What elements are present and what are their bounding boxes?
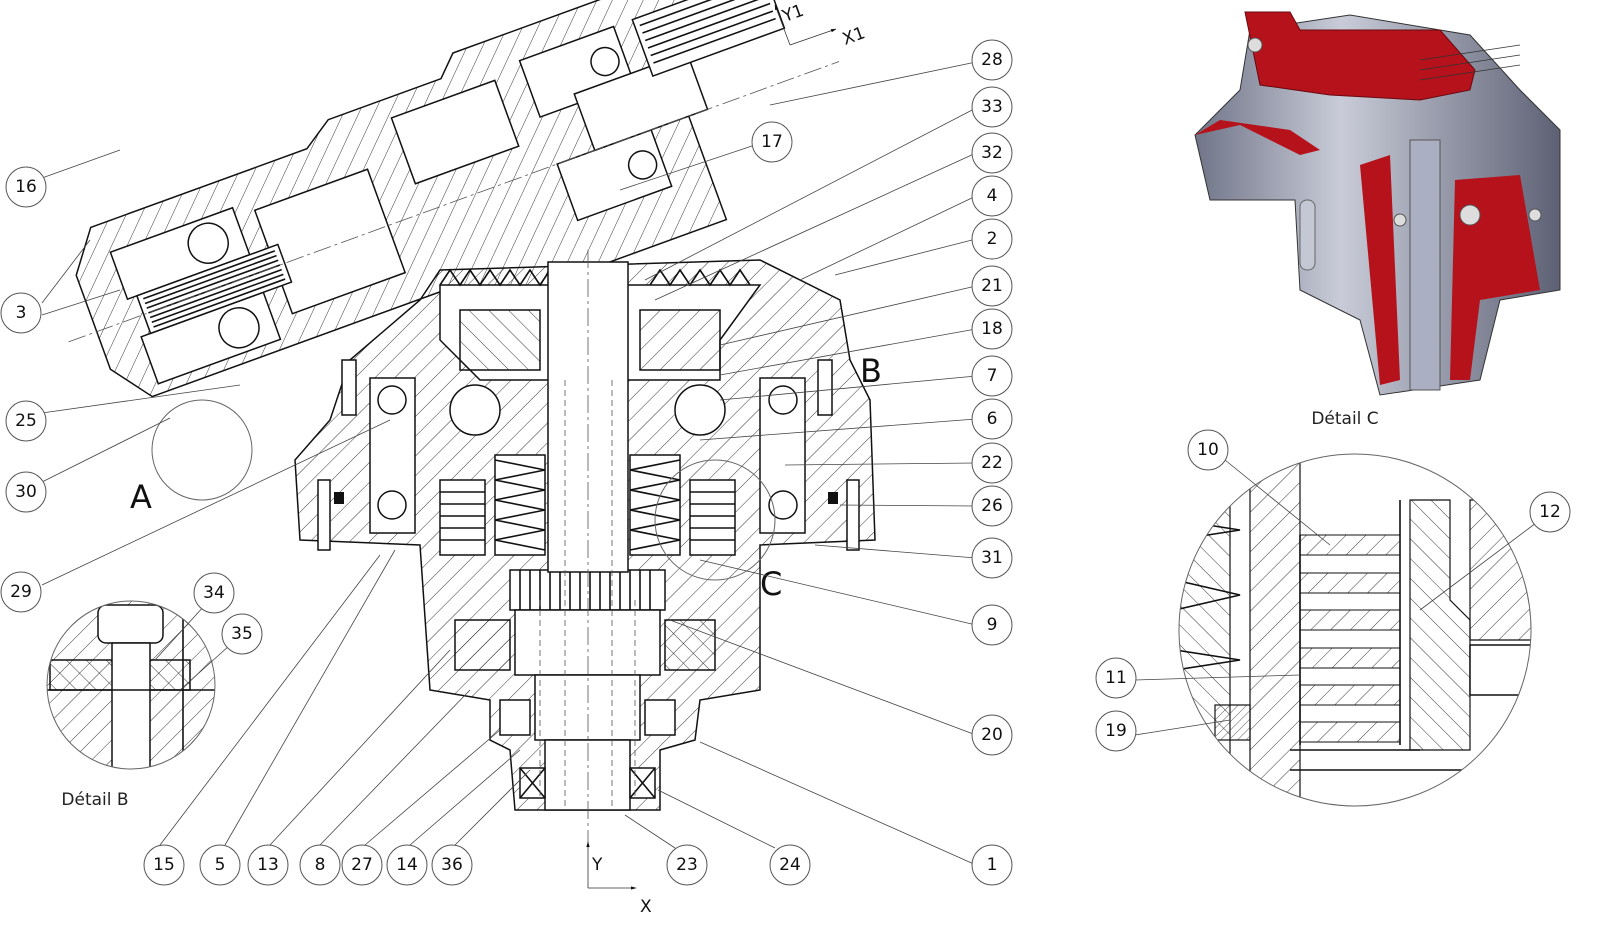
- clutch-pack-left: [439, 479, 486, 556]
- balloon-30: 30: [5, 471, 47, 513]
- svg-text:25: 25: [15, 411, 37, 431]
- balloon-10: 10: [1187, 429, 1229, 471]
- balloon-36: 36: [431, 844, 473, 886]
- balloon-14: 14: [386, 844, 428, 886]
- svg-text:31: 31: [981, 548, 1003, 568]
- svg-text:18: 18: [981, 319, 1003, 339]
- balloon-15: 15: [143, 844, 185, 886]
- central-housing: [294, 250, 876, 850]
- balloon-31: 31: [971, 537, 1013, 579]
- disc-stack: [1299, 500, 1401, 745]
- detail-c-caption: Détail C: [1311, 409, 1378, 429]
- balloons: 16 3 25 30 29 17 28 33 32 4 2 21 18 7 6 …: [0, 39, 1571, 886]
- svg-text:10: 10: [1197, 440, 1219, 460]
- balloon-32: 32: [971, 132, 1013, 174]
- isometric-cutaway-render: [1194, 11, 1561, 396]
- svg-text:30: 30: [15, 482, 37, 502]
- svg-text:21: 21: [981, 276, 1003, 296]
- svg-text:4: 4: [987, 186, 998, 206]
- balloon-28: 28: [971, 39, 1013, 81]
- balloon-3: 3: [0, 292, 42, 334]
- detail-b-caption: Détail B: [61, 790, 128, 810]
- balloon-8: 8: [299, 844, 341, 886]
- section-label-a: A: [130, 478, 152, 516]
- svg-text:28: 28: [981, 50, 1003, 70]
- balloon-23: 23: [666, 844, 708, 886]
- balloon-6: 6: [971, 398, 1013, 440]
- balloon-19: 19: [1095, 710, 1137, 752]
- balloon-35: 35: [221, 613, 263, 655]
- balloon-26: 26: [971, 485, 1013, 527]
- clutch-pack-right: [689, 479, 736, 556]
- svg-text:3: 3: [16, 303, 27, 323]
- svg-text:22: 22: [981, 453, 1003, 473]
- balloon-17: 17: [751, 121, 793, 163]
- detail-c-outline: [654, 459, 776, 581]
- balloon-11: 11: [1095, 657, 1137, 699]
- section-label-c: C: [760, 565, 782, 603]
- balloon-27: 27: [341, 844, 383, 886]
- axis-x-label: X: [640, 897, 652, 917]
- balloon-5: 5: [199, 844, 241, 886]
- svg-text:6: 6: [987, 409, 998, 429]
- detail-b-view: Détail B: [46, 600, 216, 810]
- svg-text:27: 27: [351, 855, 373, 875]
- svg-text:1: 1: [987, 855, 998, 875]
- axis-xy: Y X: [586, 841, 652, 917]
- balloon-25: 25: [5, 400, 47, 442]
- svg-text:16: 16: [15, 177, 37, 197]
- spring-stack-right: [629, 454, 681, 556]
- svg-text:15: 15: [153, 855, 175, 875]
- balloon-34: 34: [193, 572, 235, 614]
- svg-text:11: 11: [1105, 668, 1127, 688]
- balloon-33: 33: [971, 86, 1013, 128]
- main-section-view: A B C Y X Y1 X1: [68, 0, 882, 917]
- axis-y-label: Y: [591, 855, 603, 875]
- balloon-24: 24: [769, 844, 811, 886]
- balloon-4: 4: [971, 175, 1013, 217]
- svg-text:7: 7: [987, 366, 998, 386]
- balloon-7: 7: [971, 355, 1013, 397]
- svg-text:32: 32: [981, 143, 1003, 163]
- svg-text:34: 34: [203, 583, 225, 603]
- svg-text:12: 12: [1539, 502, 1561, 522]
- balloon-9: 9: [971, 604, 1013, 646]
- balloon-29: 29: [0, 571, 42, 613]
- section-label-b: B: [860, 352, 882, 390]
- leader-lines: [41, 61, 1541, 866]
- svg-text:5: 5: [215, 855, 226, 875]
- balloon-18: 18: [971, 308, 1013, 350]
- svg-text:23: 23: [676, 855, 698, 875]
- svg-text:26: 26: [981, 496, 1003, 516]
- svg-text:13: 13: [257, 855, 279, 875]
- svg-text:24: 24: [779, 855, 801, 875]
- balloon-2: 2: [971, 218, 1013, 260]
- svg-text:8: 8: [315, 855, 326, 875]
- svg-text:35: 35: [231, 624, 253, 644]
- balloon-22: 22: [971, 442, 1013, 484]
- balloon-20: 20: [971, 714, 1013, 756]
- axis-x1-label: X1: [840, 23, 868, 49]
- svg-text:33: 33: [981, 97, 1003, 117]
- svg-text:9: 9: [987, 615, 998, 635]
- balloon-16: 16: [5, 166, 47, 208]
- balloon-12: 12: [1529, 491, 1571, 533]
- svg-text:19: 19: [1105, 721, 1127, 741]
- svg-text:29: 29: [10, 582, 32, 602]
- svg-text:14: 14: [396, 855, 418, 875]
- balloon-13: 13: [247, 844, 289, 886]
- svg-text:36: 36: [441, 855, 463, 875]
- balloon-1: 1: [971, 844, 1013, 886]
- svg-text:2: 2: [987, 229, 998, 249]
- detail-c-view: Détail C: [1178, 409, 1532, 807]
- axis-x1y1: Y1 X1: [774, 1, 868, 50]
- detail-a-outline: [151, 399, 253, 501]
- svg-text:17: 17: [761, 132, 783, 152]
- balloon-21: 21: [971, 265, 1013, 307]
- spring-stack-left: [494, 454, 546, 556]
- spline-shaft-output: [631, 0, 786, 78]
- svg-text:20: 20: [981, 725, 1003, 745]
